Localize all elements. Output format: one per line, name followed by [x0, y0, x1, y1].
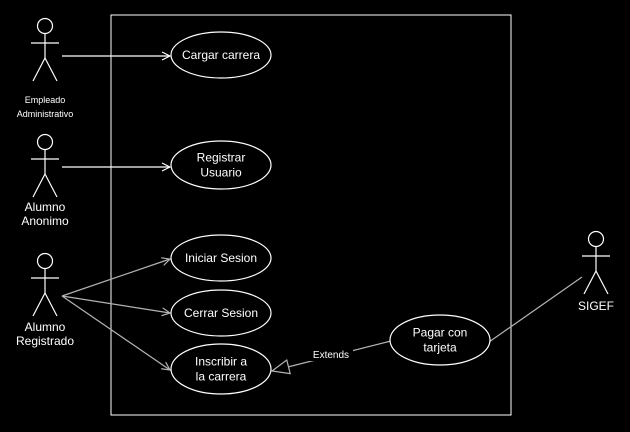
use-case-ellipse[interactable]: [170, 234, 272, 282]
use-case-label: Cargar carrera: [182, 48, 260, 62]
actor-sigef[interactable]: SIGEF: [578, 230, 614, 314]
use-case-label: Registrar: [197, 151, 246, 165]
actor-label: Alumno: [25, 200, 66, 214]
use-case-cargar[interactable]: Cargar carrera: [170, 31, 272, 79]
actor-head: [36, 252, 54, 270]
relation-registrado-cerrar: [61, 295, 170, 313]
actor-label: Alumno: [25, 320, 66, 334]
use-case-ellipse[interactable]: [170, 289, 272, 337]
use-case-inscribir[interactable]: Inscribir ala carrera: [170, 343, 272, 395]
use-case-ellipse[interactable]: [389, 314, 491, 366]
actor-left-leg: [32, 57, 46, 82]
actors: EmpleadoAdministrativoAlumnoAnonimoAlumn…: [16, 17, 614, 349]
actor-label: Empleado: [25, 95, 66, 105]
actor-label: SIGEF: [578, 299, 614, 313]
actor-right-leg: [44, 292, 58, 317]
use-case-label: Pagar con: [413, 326, 468, 340]
use-case-cerrar[interactable]: Cerrar Sesion: [170, 289, 272, 337]
relations: Extends: [61, 56, 583, 375]
relation-label-pagar-inscribir: Extends: [313, 350, 349, 361]
relation-registrado-iniciar: [61, 259, 170, 297]
system-boundary: [110, 14, 512, 416]
use-case-label: tarjeta: [423, 341, 457, 355]
actor-label: Anonimo: [21, 214, 69, 228]
use-case-label: Inscribir a: [195, 355, 247, 369]
actor-left-leg: [583, 270, 597, 295]
actor-head: [587, 230, 605, 248]
relation-label-bg: [309, 349, 353, 361]
use-case-ellipse[interactable]: [170, 140, 272, 190]
actor-head: [36, 133, 54, 151]
actor-left-leg: [32, 292, 46, 317]
use-case-ellipse[interactable]: [170, 31, 272, 79]
use-case-label: Iniciar Sesion: [185, 251, 257, 265]
use-case-label: Usuario: [200, 166, 242, 180]
actor-right-leg: [44, 57, 58, 82]
use-case-label: la carrera: [196, 370, 247, 384]
actor-right-leg: [595, 270, 609, 295]
actor-right-leg: [44, 173, 58, 198]
use-case-ellipse[interactable]: [170, 343, 272, 395]
use-case-label: Cerrar Sesion: [184, 306, 258, 320]
relation-registrado-inscribir: [61, 295, 170, 370]
actor-head: [36, 17, 54, 35]
actor-label: Registrado: [16, 334, 74, 348]
actor-label: Administrativo: [17, 109, 74, 119]
use-case-iniciar[interactable]: Iniciar Sesion: [170, 234, 272, 282]
actor-left-leg: [32, 173, 46, 198]
relation-sigef-pagar: [488, 276, 583, 343]
